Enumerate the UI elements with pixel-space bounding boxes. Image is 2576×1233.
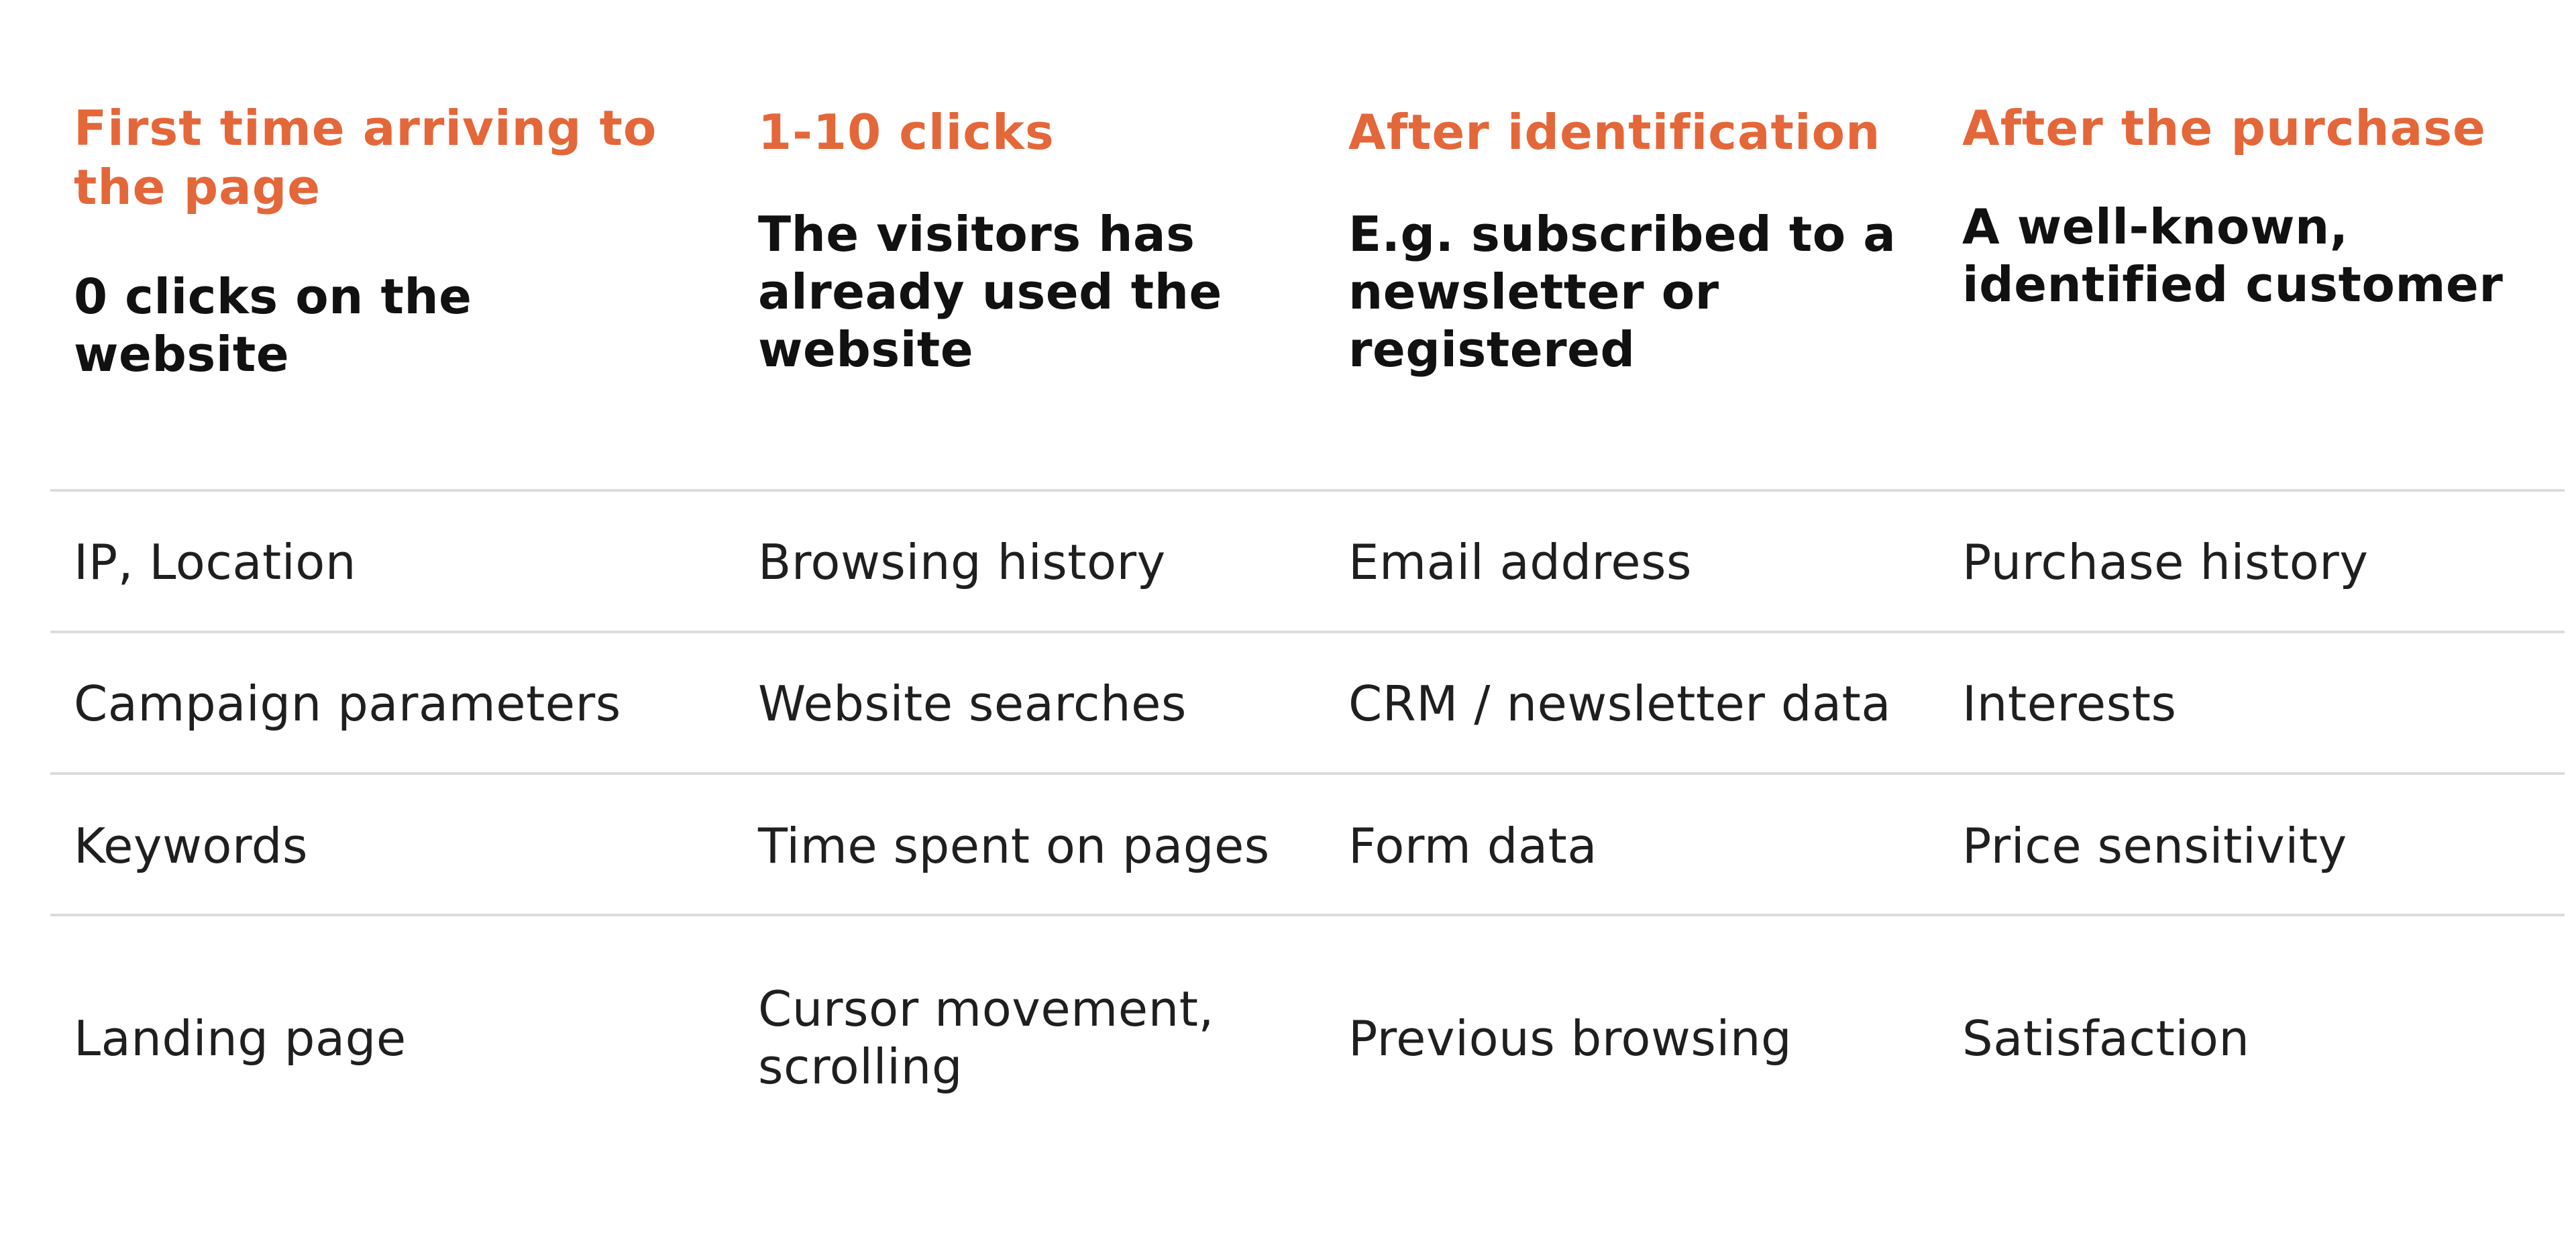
column-header-identification: After identification E.g. subscribed to … — [1348, 99, 1925, 378]
table-cell: Campaign parameters — [74, 676, 621, 732]
row-divider — [50, 631, 2565, 633]
column-header-first-visit: First time arriving to the page 0 clicks… — [74, 99, 691, 383]
table-cell: IP, Location — [74, 534, 356, 590]
table-cell: Price sensitivity — [1962, 818, 2347, 874]
stage-description: A well-known, identified customer — [1962, 199, 2504, 313]
stage-description: E.g. subscribed to a newsletter or regis… — [1348, 206, 1896, 378]
row-divider — [50, 772, 2565, 775]
table-cell: Purchase history — [1962, 534, 2369, 590]
table-cell: CRM / newsletter data — [1348, 676, 1892, 732]
table-cell: Previous browsing — [1348, 1010, 1792, 1067]
table-cell: Cursor movement, scrolling — [758, 981, 1214, 1095]
stage-heading: After the purchase — [1962, 100, 2486, 156]
table-cell: Landing page — [74, 1010, 407, 1067]
table-cell: Keywords — [74, 818, 309, 874]
table-cell: Email address — [1348, 534, 1693, 590]
row-divider — [50, 489, 2565, 492]
stage-heading: After identification — [1348, 104, 1881, 160]
stage-description: The visitors has already used the websit… — [758, 206, 1222, 378]
column-header-purchase: After the purchase A well-known, identif… — [1962, 99, 2539, 313]
stage-heading: 1-10 clicks — [758, 104, 1055, 160]
table-cell: Satisfaction — [1962, 1010, 2250, 1067]
row-divider — [50, 914, 2565, 916]
table-cell: Browsing history — [758, 534, 1166, 590]
table-cell: Interests — [1962, 676, 2177, 732]
table-cell: Website searches — [758, 676, 1187, 732]
table-cell: Time spent on pages — [758, 818, 1270, 874]
stage-heading: First time arriving to the page — [74, 100, 657, 215]
table-cell: Form data — [1348, 818, 1597, 874]
column-header-clicks: 1-10 clicks The visitors has already use… — [758, 99, 1308, 378]
stage-description: 0 clicks on the website — [74, 268, 472, 382]
